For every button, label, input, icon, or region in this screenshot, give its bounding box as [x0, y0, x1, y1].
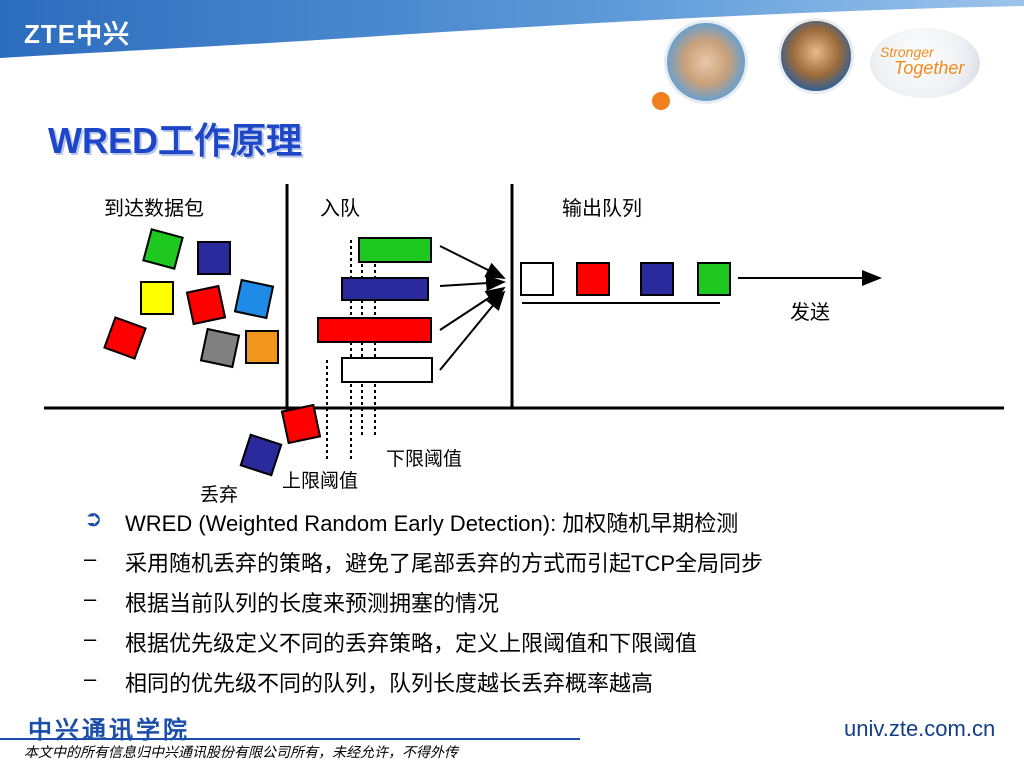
dash-bullet-icon: –: [84, 666, 97, 691]
merge-arrow-4: [439, 290, 506, 371]
dash-bullet-icon: –: [84, 626, 97, 651]
header-band: ZTE中兴: [0, 0, 1024, 60]
label-arrival: 到达数据包: [104, 198, 204, 220]
queue-bar-empty: [341, 357, 433, 383]
merge-arrow-2: [439, 275, 506, 292]
merge-arrow-1: [439, 245, 506, 279]
output-packet-green: [697, 262, 731, 296]
output-packet-blue: [640, 262, 674, 296]
arriving-packet-red: [185, 284, 227, 326]
slogan-badge: Stronger Together: [870, 28, 980, 98]
output-packet-red: [576, 262, 610, 296]
bullet-text: 采用随机丢弃的策略，避免了尾部丢弃的方式而引起TCP全局同步: [125, 551, 764, 576]
bullet-text: 相同的优先级不同的队列，队列长度越长丢弃概率越高: [125, 671, 654, 696]
label-output-queue: 输出队列: [562, 198, 642, 220]
label-lower-threshold: 下限阈值: [386, 449, 463, 470]
page-title: WRED工作原理: [48, 120, 302, 161]
dropped-packet-red: [280, 403, 322, 445]
header-wave: [0, 0, 1024, 58]
orange-dot: [652, 92, 670, 110]
label-send: 发送: [790, 302, 830, 324]
output-packet-empty: [520, 262, 554, 296]
queue-bar-green: [358, 237, 432, 263]
bullet-text: WRED (Weighted Random Early Detection): …: [125, 511, 739, 536]
label-upper-threshold: 上限阈值: [282, 471, 359, 492]
dash-bullet-icon: –: [84, 546, 97, 571]
label-drop: 丢弃: [200, 485, 239, 506]
bullet-text: 根据当前队列的长度来预测拥塞的情况: [125, 591, 500, 616]
arriving-packet-blue: [197, 241, 231, 275]
arriving-packet-sky: [233, 278, 275, 320]
queue-bar-red: [317, 317, 432, 343]
footer-divider: [0, 738, 580, 740]
slogan-line-1: Stronger: [880, 44, 934, 60]
zte-logo: ZTE中兴: [24, 19, 131, 49]
arriving-packet-orange: [245, 330, 279, 364]
merge-arrow-3: [439, 286, 506, 331]
label-enqueue: 入队: [320, 198, 360, 220]
arrow-bullet-icon: ➲: [84, 506, 103, 531]
slogan-line-2: Together: [894, 58, 965, 78]
header-photo-1: [664, 20, 748, 104]
queue-bar-blue: [341, 277, 429, 301]
footer-url[interactable]: univ.zte.com.cn: [844, 716, 996, 741]
dash-bullet-icon: –: [84, 586, 97, 611]
header-photo-2: [778, 18, 854, 94]
copyright-notice: 本文中的所有信息归中兴通讯股份有限公司所有，未经允许，不得外传: [24, 745, 458, 761]
arriving-packet-gray: [199, 327, 241, 369]
bullet-text: 根据优先级定义不同的丢弃策略，定义上限阈值和下限阈值: [125, 631, 698, 656]
arriving-packet-yellow: [140, 281, 174, 315]
